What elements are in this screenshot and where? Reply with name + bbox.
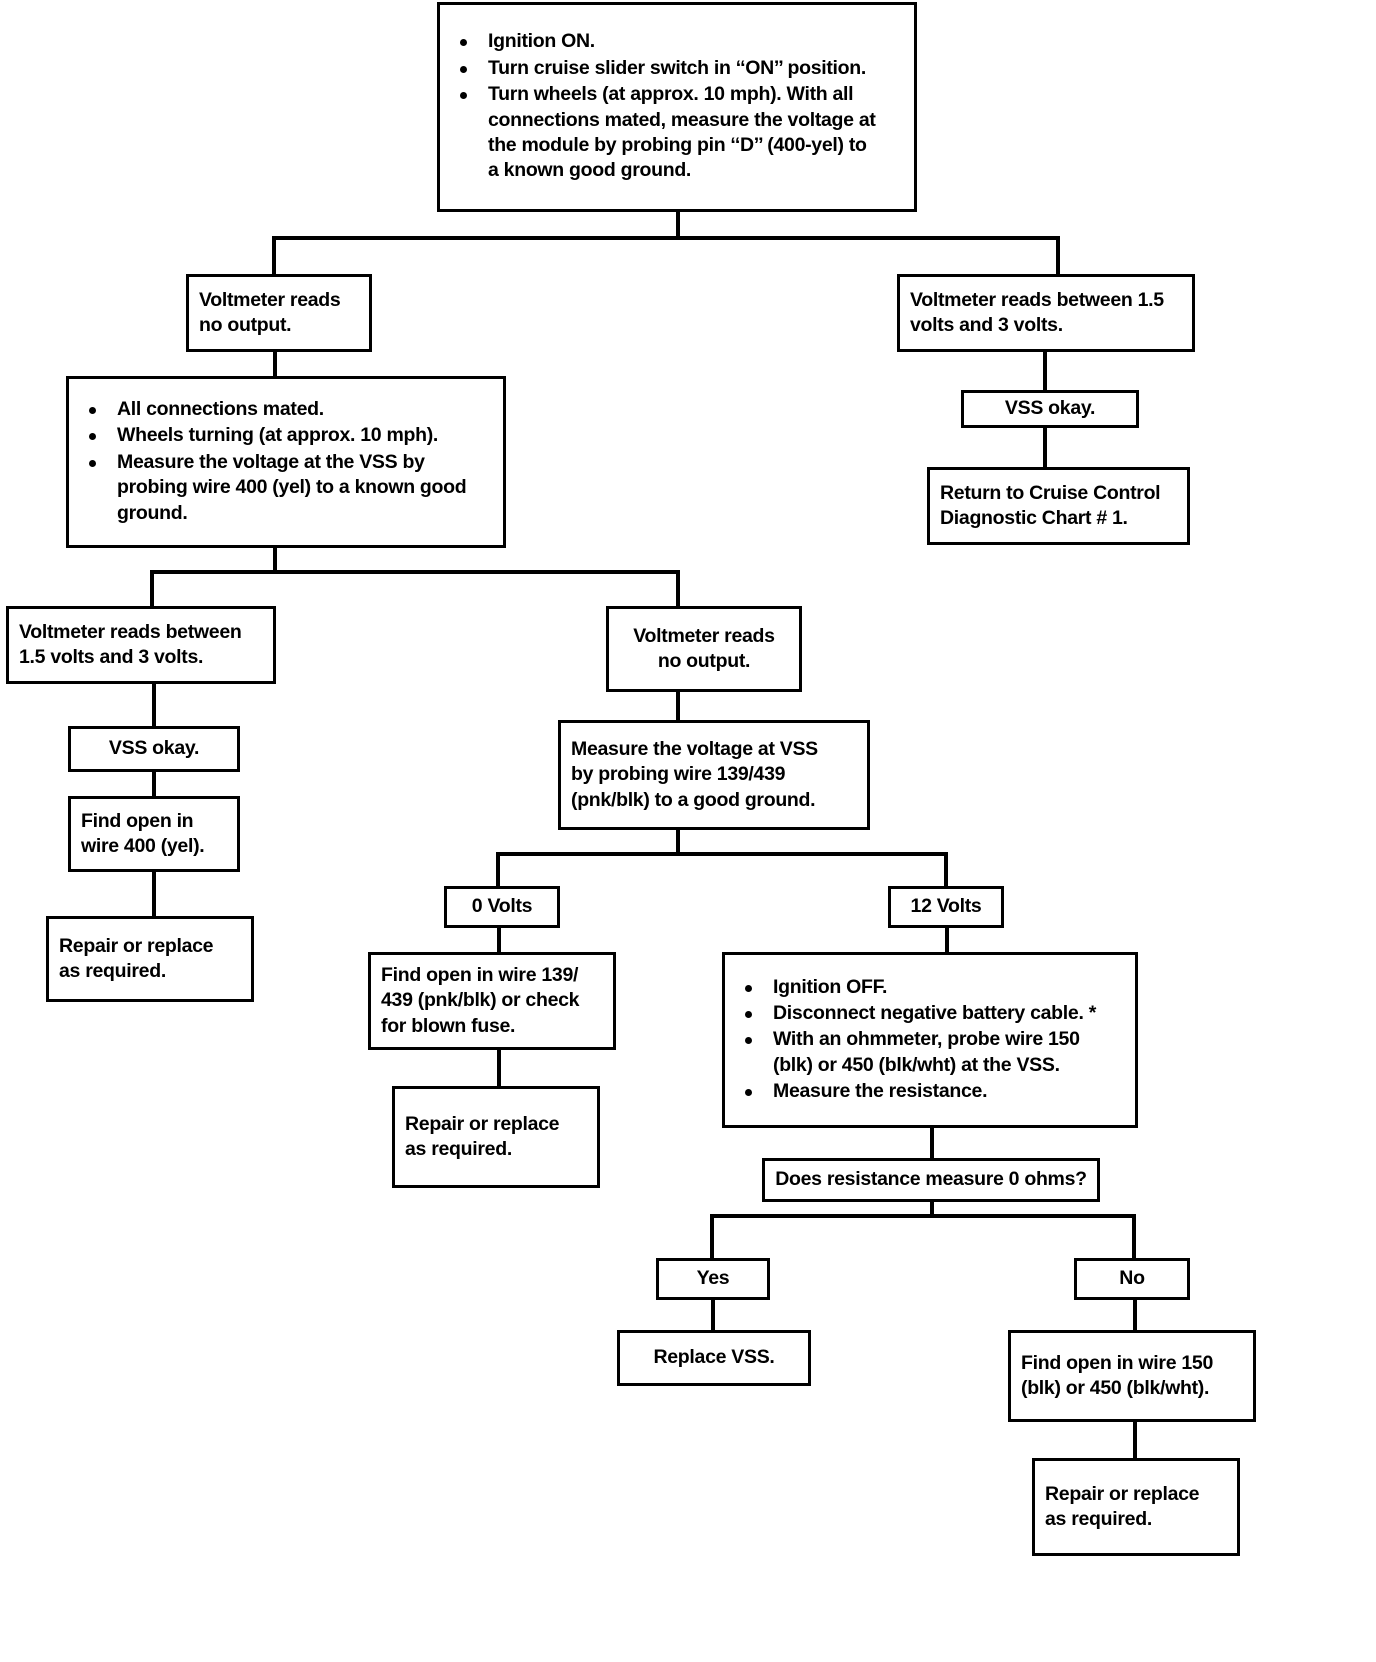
- node-return-chart-body: Return to Cruise Control Diagnostic Char…: [940, 481, 1161, 529]
- node-replace-vss[interactable]: Replace VSS.: [617, 1330, 811, 1386]
- node-twelve-volts[interactable]: 12 Volts: [888, 886, 1004, 928]
- connector-zero-volts-to-find-open-139: [497, 928, 501, 952]
- node-find-open-150-body: Find open in wire 150 (blk) or 450 (blk/…: [1021, 1351, 1213, 1399]
- connector-split-second: [150, 570, 680, 574]
- node-all-connections-body: All connections mated. Wheels turning (a…: [69, 379, 503, 545]
- node-repair-left-body: Repair or replace as required.: [59, 934, 214, 982]
- node-all-connections[interactable]: All connections mated. Wheels turning (a…: [66, 376, 506, 548]
- node-resistance-question[interactable]: Does resistance measure 0 ohms?: [762, 1158, 1100, 1202]
- node-volt-between-left[interactable]: Voltmeter reads between 1.5 volts and 3 …: [6, 606, 276, 684]
- node-repair-mid-body: Repair or replace as required.: [405, 1112, 560, 1160]
- node-volt-no-output-1-body: Voltmeter reads no output.: [199, 288, 341, 336]
- bullet-list: All connections mated. Wheels turning (a…: [79, 397, 493, 527]
- list-item: Turn wheels (at approx. 10 mph). With al…: [450, 82, 904, 183]
- node-measure-vss-139-body: Measure the voltage at VSS by probing wi…: [571, 737, 818, 811]
- connector-all-connections-down: [273, 548, 277, 572]
- connector-vss-okay-to-return: [1043, 428, 1047, 467]
- connector-twelve-volts-to-ignition-off: [945, 928, 949, 952]
- node-ignition-off[interactable]: Ignition OFF. Disconnect negative batter…: [722, 952, 1138, 1128]
- list-item: Measure the resistance.: [735, 1079, 1125, 1104]
- node-find-open-150[interactable]: Find open in wire 150 (blk) or 450 (blk/…: [1008, 1330, 1256, 1422]
- node-resistance-question-body: Does resistance measure 0 ohms?: [775, 1168, 1087, 1191]
- connector-no-to-find-open-150: [1133, 1300, 1137, 1330]
- node-zero-volts[interactable]: 0 Volts: [444, 886, 560, 928]
- connector-split-top: [272, 236, 1060, 240]
- connector-volt-no-output-1-to-all-connections: [273, 352, 277, 376]
- node-repair-right-body: Repair or replace as required.: [1045, 1482, 1200, 1530]
- connector-vss-okay-left-to-find-open-400: [152, 772, 156, 796]
- connector-volt-no-output-2-to-measure-vss: [676, 692, 680, 720]
- node-volt-no-output-2[interactable]: Voltmeter reads no output.: [606, 606, 802, 692]
- node-volt-between-right[interactable]: Voltmeter reads between 1.5 volts and 3 …: [897, 274, 1195, 352]
- node-return-chart[interactable]: Return to Cruise Control Diagnostic Char…: [927, 467, 1190, 545]
- node-start-body: Ignition ON. Turn cruise slider switch i…: [440, 5, 914, 209]
- node-volt-between-right-body: Voltmeter reads between 1.5 volts and 3 …: [910, 288, 1164, 336]
- node-no[interactable]: No: [1074, 1258, 1190, 1300]
- connector-volt-between-left-to-vss-okay-left: [152, 684, 156, 726]
- connector-yes-to-replace-vss: [711, 1300, 715, 1330]
- node-find-open-400-body: Find open in wire 400 (yel).: [81, 809, 205, 857]
- connector-to-no: [1132, 1214, 1136, 1258]
- connector-to-volt-between-right: [1056, 236, 1060, 274]
- connector-volt-between-right-to-vss-okay: [1043, 352, 1047, 390]
- node-repair-left[interactable]: Repair or replace as required.: [46, 916, 254, 1002]
- node-vss-okay-left-body: VSS okay.: [108, 737, 200, 760]
- node-vss-okay-right-body: VSS okay.: [1004, 397, 1096, 420]
- connector-to-zero-volts: [496, 852, 500, 886]
- connector-to-yes: [710, 1214, 714, 1258]
- connector-find-open-400-to-repair-left: [152, 872, 156, 916]
- node-volt-between-left-body: Voltmeter reads between 1.5 volts and 3 …: [19, 620, 242, 668]
- connector-measure-vss-down: [676, 830, 680, 854]
- list-item: Wheels turning (at approx. 10 mph).: [79, 423, 493, 448]
- node-yes[interactable]: Yes: [656, 1258, 770, 1300]
- node-no-body: No: [1119, 1267, 1145, 1290]
- node-repair-mid[interactable]: Repair or replace as required.: [392, 1086, 600, 1188]
- node-twelve-volts-body: 12 Volts: [910, 895, 982, 918]
- node-measure-vss-139[interactable]: Measure the voltage at VSS by probing wi…: [558, 720, 870, 830]
- list-item: With an ohmmeter, probe wire 150 (blk) o…: [735, 1027, 1125, 1078]
- connector-to-twelve-volts: [944, 852, 948, 886]
- list-item: All connections mated.: [79, 397, 493, 422]
- node-vss-okay-left[interactable]: VSS okay.: [68, 726, 240, 772]
- connector-to-volt-no-output-2: [676, 570, 680, 606]
- node-volt-no-output-2-body: Voltmeter reads no output.: [633, 624, 775, 672]
- bullet-list: Ignition OFF. Disconnect negative batter…: [735, 975, 1125, 1106]
- node-find-open-400[interactable]: Find open in wire 400 (yel).: [68, 796, 240, 872]
- node-yes-body: Yes: [696, 1267, 730, 1290]
- node-find-open-139-body: Find open in wire 139/ 439 (pnk/blk) or …: [381, 963, 580, 1037]
- node-ignition-off-body: Ignition OFF. Disconnect negative batter…: [725, 955, 1135, 1125]
- list-item: Measure the voltage at the VSS by probin…: [79, 450, 493, 526]
- list-item: Ignition ON.: [450, 29, 904, 54]
- connector-question-down: [930, 1192, 934, 1216]
- list-item: Ignition OFF.: [735, 975, 1125, 1000]
- node-find-open-139[interactable]: Find open in wire 139/ 439 (pnk/blk) or …: [368, 952, 616, 1050]
- list-item: Turn cruise slider switch in ‘‘ON’’ posi…: [450, 56, 904, 81]
- connector-find-open-139-to-repair-mid: [497, 1050, 501, 1086]
- bullet-list: Ignition ON. Turn cruise slider switch i…: [450, 29, 904, 184]
- node-zero-volts-body: 0 Volts: [471, 895, 533, 918]
- node-vss-okay-right[interactable]: VSS okay.: [961, 390, 1139, 428]
- connector-to-volt-no-output-1: [272, 236, 276, 274]
- connector-split-yesno: [710, 1214, 1136, 1218]
- node-start[interactable]: Ignition ON. Turn cruise slider switch i…: [437, 2, 917, 212]
- connector-ignition-off-to-question: [930, 1128, 934, 1158]
- connector-to-volt-between-left: [150, 570, 154, 606]
- connector-find-open-150-to-repair-right: [1133, 1422, 1137, 1458]
- node-replace-vss-body: Replace VSS.: [653, 1346, 775, 1369]
- node-volt-no-output-1[interactable]: Voltmeter reads no output.: [186, 274, 372, 352]
- node-repair-right[interactable]: Repair or replace as required.: [1032, 1458, 1240, 1556]
- connector-start-down: [676, 210, 680, 238]
- list-item: Disconnect negative battery cable. *: [735, 1001, 1125, 1026]
- connector-split-volts: [496, 852, 948, 856]
